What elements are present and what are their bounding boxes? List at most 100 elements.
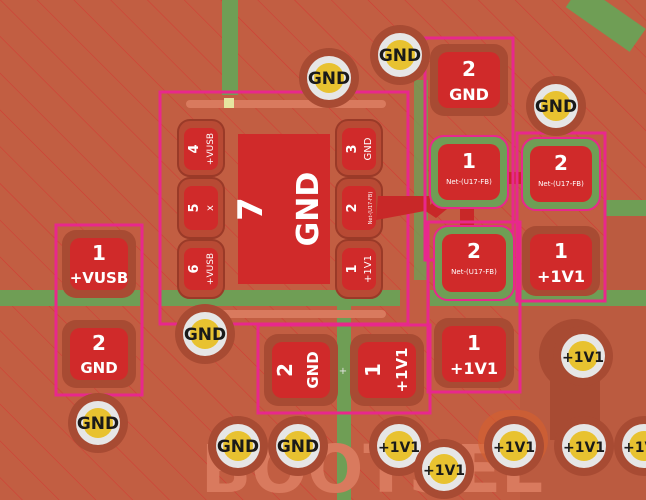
via-7[interactable]: GND <box>268 416 328 476</box>
bottom-cap-pad1-number: 1 <box>361 363 385 377</box>
via-hole <box>541 91 571 121</box>
output-cap-pad2[interactable] <box>442 234 506 292</box>
via-1[interactable]: GND <box>299 48 359 108</box>
bottom-cap-pad2[interactable] <box>272 342 330 398</box>
ic-center-pad-number: 7 <box>231 197 271 221</box>
ic-pin-1-net: +1V1 <box>363 255 374 283</box>
via-13[interactable]: +1V1 <box>614 416 646 476</box>
ic-center-pad[interactable] <box>238 134 330 284</box>
via-9[interactable]: +1V1 <box>554 416 614 476</box>
fb-resistor-1-pad2-number: 2 <box>554 151 568 175</box>
left-cap-pad2[interactable] <box>70 328 128 380</box>
left-cap-pad2-net: GND <box>80 359 117 377</box>
fb-resistor-1-pad1[interactable] <box>530 234 592 290</box>
via-net-label: GND <box>77 414 119 434</box>
ic-center-pad-net: GND <box>291 172 326 247</box>
via-net-label: +1V1 <box>623 440 646 456</box>
output-cap-pad2-number: 2 <box>467 239 481 263</box>
via-hole <box>429 454 459 484</box>
via-net-label: GND <box>217 437 259 457</box>
ic-pin-5[interactable] <box>184 186 218 230</box>
via-net-label: +1V1 <box>423 463 465 479</box>
fb-resistor-1-pad1-number: 1 <box>554 239 568 263</box>
via-8[interactable]: +1V1 <box>553 326 613 386</box>
output-cap-pad1-net: +1V1 <box>450 359 498 378</box>
output-cap-pad1-number: 1 <box>467 331 481 355</box>
ic-silk-bottom <box>186 310 386 318</box>
via-hole <box>499 431 529 461</box>
fb-resistor-1-pad2-net: Net-(U17-FB) <box>538 180 584 188</box>
ic-pin-2-net: Net-(U17-FB) <box>368 192 374 225</box>
bottom-cap-center-marker: + <box>339 366 347 377</box>
via-2[interactable]: GND <box>370 25 430 85</box>
via-hole <box>384 431 414 461</box>
pin1-marker <box>224 98 234 108</box>
via-hole <box>568 341 598 371</box>
top-right-cap-pad1-number: 1 <box>462 149 476 173</box>
bottom-cap-pad2-net: GND <box>304 351 322 388</box>
via-11[interactable]: +1V1 <box>369 416 429 476</box>
output-cap-courtyard <box>426 220 522 394</box>
ic-pin-4[interactable] <box>184 128 218 170</box>
ic-pin-2[interactable] <box>342 186 376 230</box>
top-right-cap-pad1[interactable] <box>438 144 500 200</box>
ic-pin-3-number: 3 <box>345 144 360 153</box>
top-right-cap-pad2-net: GND <box>449 85 489 104</box>
ic-pin-2-number: 2 <box>345 203 360 212</box>
ic-pin-3-net: GND <box>363 137 374 160</box>
bottom-cap-pad1[interactable] <box>358 342 416 398</box>
output-capacitor[interactable]: 2 Net-(U17-FB) 1 +1V1 <box>426 220 522 394</box>
via-net-label: GND <box>379 46 421 66</box>
output-cap-pad1[interactable] <box>442 326 506 382</box>
bottom-cap-courtyard <box>256 323 432 415</box>
bottom-capacitor[interactable]: 2 GND 1 +1V1 + <box>256 323 432 415</box>
via-net-label: GND <box>535 97 577 117</box>
via-hole <box>283 431 313 461</box>
via-net-label: GND <box>308 69 350 89</box>
via-hole <box>83 408 113 438</box>
ic-pin-5-net: x <box>205 205 216 211</box>
top-right-capacitor[interactable]: 2 GND 1 Net-(U17-FB) <box>423 36 515 262</box>
trace-fb-1[interactable] <box>376 196 430 220</box>
left-capacitor[interactable]: 1 +VUSB 2 GND <box>54 223 144 397</box>
bottom-cap-pad2-number: 2 <box>273 363 297 377</box>
left-cap-pad1-net: +VUSB <box>70 269 129 287</box>
via-hole <box>223 431 253 461</box>
fb-resistor-1-pad2[interactable] <box>530 146 592 202</box>
top-right-cap-pad1-net: Net-(U17-FB) <box>446 178 492 186</box>
ic-pin-4-number: 4 <box>187 144 202 153</box>
via-hole <box>569 431 599 461</box>
via-12[interactable]: +1V1 <box>414 439 474 499</box>
ic-pin-1-number: 1 <box>345 264 360 273</box>
left-cap-pad1[interactable] <box>70 238 128 290</box>
top-right-cap-pad2-number: 2 <box>462 57 476 81</box>
via-net-label: +1V1 <box>563 440 605 456</box>
via-net-label: GND <box>184 325 226 345</box>
via-net-label: +1V1 <box>493 440 535 456</box>
left-cap-pad1-number: 1 <box>92 241 106 265</box>
ic-pin-5-number: 5 <box>187 203 202 212</box>
fb-resistor-1-pad1-net: +1V1 <box>537 267 585 286</box>
ic-pin-6[interactable] <box>184 248 218 290</box>
ic-silk-top <box>186 100 386 108</box>
output-cap-pad2-net: Net-(U17-FB) <box>451 268 497 276</box>
via-5[interactable]: GND <box>68 393 128 453</box>
ic-pin-6-net: +VUSB <box>206 253 216 285</box>
via-10[interactable]: +1V1 <box>484 416 544 476</box>
via-net-label: +1V1 <box>378 440 420 456</box>
ic-pin-3[interactable] <box>342 128 376 170</box>
top-right-cap-pad2[interactable] <box>438 52 500 108</box>
via-3[interactable]: GND <box>526 76 586 136</box>
via-hole <box>314 63 344 93</box>
via-6[interactable]: GND <box>208 416 268 476</box>
fb-resistor-1[interactable]: 2 Net-(U17-FB) 1 +1V1 <box>515 131 607 303</box>
via-hole <box>190 319 220 349</box>
ic-pin-1[interactable] <box>342 248 376 290</box>
via-net-label: GND <box>277 437 319 457</box>
via-4[interactable]: GND <box>175 304 235 364</box>
ic-pin-6-number: 6 <box>187 264 202 273</box>
left-cap-pad2-number: 2 <box>92 331 106 355</box>
via-hole <box>385 40 415 70</box>
